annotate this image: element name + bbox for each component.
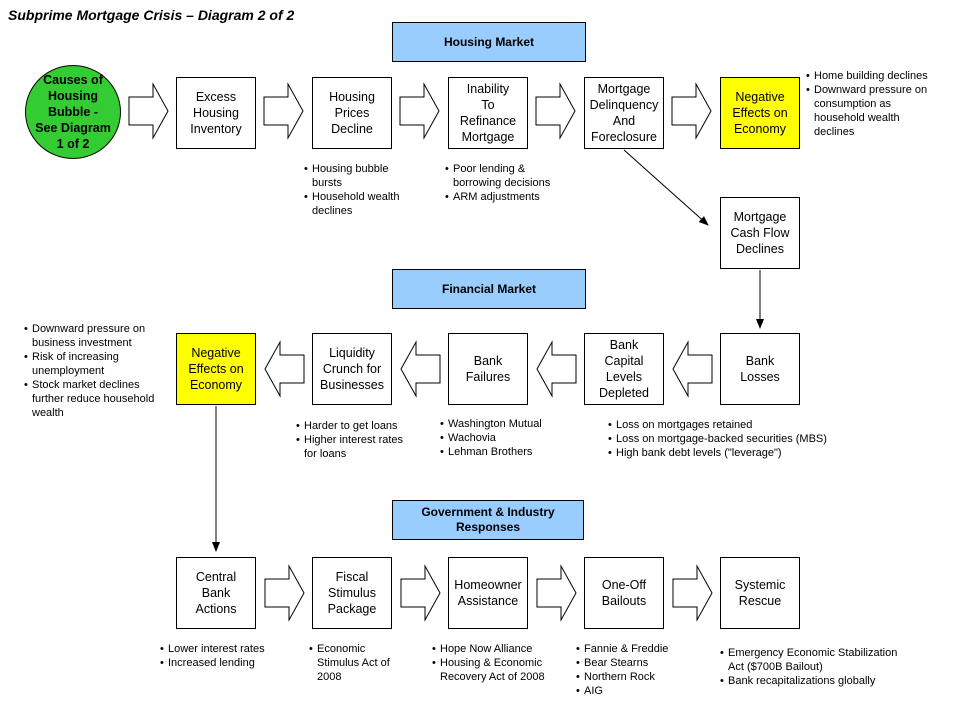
box-liquidity-crunch: Liquidity Crunch for Businesses bbox=[312, 333, 392, 405]
box-bank-failures: Bank Failures bbox=[448, 333, 528, 405]
note-item: Fannie & Freddie bbox=[576, 642, 696, 656]
section-financial-market: Financial Market bbox=[392, 269, 586, 309]
section-government-responses: Government & Industry Responses bbox=[392, 500, 584, 540]
box-excess-housing-inventory: Excess Housing Inventory bbox=[176, 77, 256, 149]
block-arrow-r3-3 bbox=[536, 564, 577, 622]
notes-refinance: Poor lending & borrowing decisions ARM a… bbox=[445, 162, 570, 204]
section-housing-market: Housing Market bbox=[392, 22, 586, 62]
notes-liquidity: Harder to get loans Higher interest rate… bbox=[296, 419, 416, 461]
box-fiscal-stimulus: Fiscal Stimulus Package bbox=[312, 557, 392, 629]
note-item: Economic Stimulus Act of 2008 bbox=[309, 642, 409, 684]
note-item: High bank debt levels ("leverage") bbox=[608, 446, 868, 460]
note-item: Increased lending bbox=[160, 656, 295, 670]
note-item: Bear Stearns bbox=[576, 656, 696, 670]
note-item: Wachovia bbox=[440, 431, 570, 445]
box-central-bank-actions: Central Bank Actions bbox=[176, 557, 256, 629]
note-item: Harder to get loans bbox=[296, 419, 416, 433]
note-item: Downward pressure on business investment bbox=[24, 322, 174, 350]
notes-systemic: Emergency Economic Stabilization Act ($7… bbox=[720, 646, 910, 688]
box-mortgage-delinquency: Mortgage Delinquency And Foreclosure bbox=[584, 77, 664, 149]
notes-economy-2: Downward pressure on business investment… bbox=[24, 322, 174, 420]
box-negative-effects-economy-2: Negative Effects on Economy bbox=[176, 333, 256, 405]
notes-bank-failures: Washington Mutual Wachovia Lehman Brothe… bbox=[440, 417, 570, 459]
block-arrow-r2-1 bbox=[264, 340, 305, 398]
block-arrow-r1-3 bbox=[399, 82, 440, 140]
block-arrow-r1-4 bbox=[535, 82, 576, 140]
box-bank-losses: Bank Losses bbox=[720, 333, 800, 405]
block-arrow-r2-4 bbox=[672, 340, 713, 398]
note-item: Housing bubble bursts bbox=[304, 162, 404, 190]
note-item: Stock market declines further reduce hou… bbox=[24, 378, 174, 420]
block-arrow-r2-2 bbox=[400, 340, 441, 398]
notes-homeowner: Hope Now Alliance Housing & Economic Rec… bbox=[432, 642, 562, 684]
box-housing-prices-decline: Housing Prices Decline bbox=[312, 77, 392, 149]
note-item: Loss on mortgage-backed securities (MBS) bbox=[608, 432, 868, 446]
note-item: AIG bbox=[576, 684, 696, 698]
notes-bailouts: Fannie & Freddie Bear Stearns Northern R… bbox=[576, 642, 696, 698]
block-arrow-r3-4 bbox=[672, 564, 713, 622]
block-arrow-r3-2 bbox=[400, 564, 441, 622]
note-item: Home building declines bbox=[806, 69, 928, 83]
note-item: Higher interest rates for loans bbox=[296, 433, 416, 461]
note-item: Northern Rock bbox=[576, 670, 696, 684]
box-one-off-bailouts: One-Off Bailouts bbox=[584, 557, 664, 629]
note-item: Housing & Economic Recovery Act of 2008 bbox=[432, 656, 562, 684]
diagram-title: Subprime Mortgage Crisis – Diagram 2 of … bbox=[8, 7, 295, 23]
box-mortgage-cash-flow-declines: Mortgage Cash Flow Declines bbox=[720, 197, 800, 269]
note-item: Lower interest rates bbox=[160, 642, 295, 656]
box-systemic-rescue: Systemic Rescue bbox=[720, 557, 800, 629]
note-item: Risk of increasing unemployment bbox=[24, 350, 174, 378]
connector-foreclosure-to-cashflow bbox=[623, 149, 709, 226]
note-item: Downward pressure on consumption as hous… bbox=[806, 83, 928, 139]
note-item: Household wealth declines bbox=[304, 190, 404, 218]
note-item: Emergency Economic Stabilization Act ($7… bbox=[720, 646, 910, 674]
note-item: ARM adjustments bbox=[445, 190, 570, 204]
box-bank-capital-depleted: Bank Capital Levels Depleted bbox=[584, 333, 664, 405]
notes-bank-losses: Loss on mortgages retained Loss on mortg… bbox=[608, 418, 868, 460]
box-inability-to-refinance: Inability To Refinance Mortgage bbox=[448, 77, 528, 149]
box-negative-effects-economy-1: Negative Effects on Economy bbox=[720, 77, 800, 149]
block-arrow-r1-2 bbox=[263, 82, 304, 140]
block-arrow-r1-5 bbox=[671, 82, 712, 140]
note-item: Washington Mutual bbox=[440, 417, 570, 431]
note-item: Loss on mortgages retained bbox=[608, 418, 868, 432]
note-item: Hope Now Alliance bbox=[432, 642, 562, 656]
causes-circle: Causes of Housing Bubble - See Diagram 1… bbox=[25, 65, 121, 159]
block-arrow-r3-1 bbox=[264, 564, 305, 622]
note-item: Poor lending & borrowing decisions bbox=[445, 162, 570, 190]
box-homeowner-assistance: Homeowner Assistance bbox=[448, 557, 528, 629]
notes-central-bank: Lower interest rates Increased lending bbox=[160, 642, 295, 670]
notes-economy-1: Home building declines Downward pressure… bbox=[806, 69, 928, 139]
note-item: Bank recapitalizations globally bbox=[720, 674, 910, 688]
note-item: Lehman Brothers bbox=[440, 445, 570, 459]
block-arrow-r1-1 bbox=[128, 82, 169, 140]
notes-housing-prices: Housing bubble bursts Household wealth d… bbox=[304, 162, 404, 218]
block-arrow-r2-3 bbox=[536, 340, 577, 398]
notes-fiscal: Economic Stimulus Act of 2008 bbox=[309, 642, 409, 684]
